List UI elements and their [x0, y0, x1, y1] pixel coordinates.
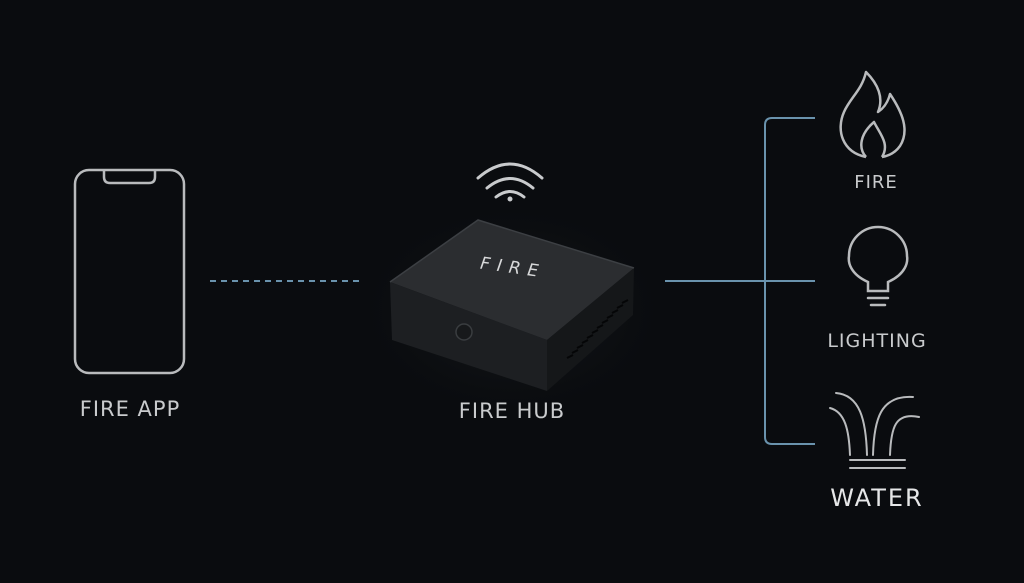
hub-label: FIRE HUB [458, 399, 566, 423]
vent-grille [566, 299, 629, 359]
wifi-icon [476, 162, 544, 202]
output-label-water: WATER [830, 484, 924, 512]
hub-device-icon: FIRE [352, 200, 672, 420]
power-button[interactable] [455, 323, 473, 341]
app-label: FIRE APP [79, 397, 181, 421]
output-label-fire: FIRE [854, 172, 898, 193]
flame-icon [839, 70, 906, 159]
output-connectors [665, 117, 815, 445]
lightbulb-icon [847, 225, 909, 307]
smartphone-icon [73, 168, 186, 375]
output-label-lighting: LIGHTING [827, 330, 927, 352]
fountain-icon [829, 392, 920, 469]
